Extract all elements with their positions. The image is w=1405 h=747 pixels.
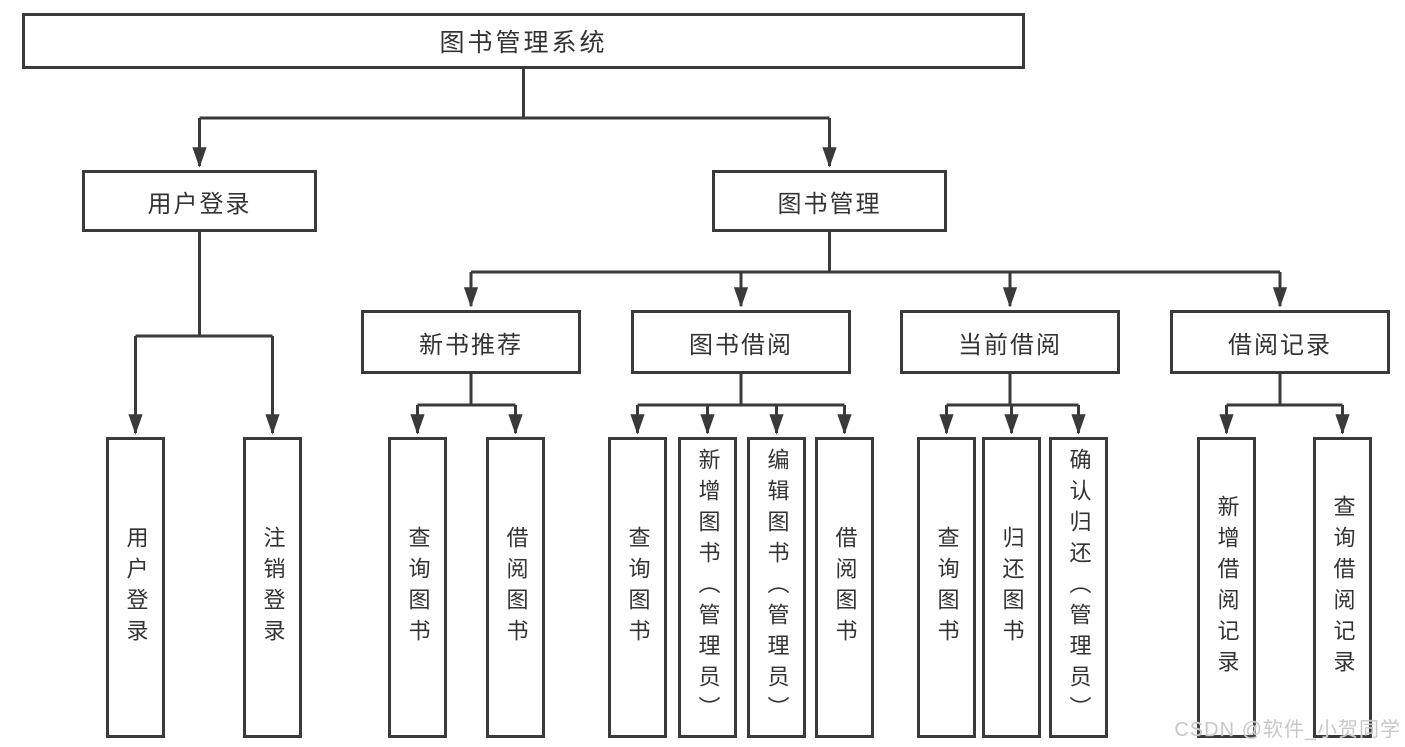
leaf-edit-book-admin: 编辑图书（管理员）	[747, 437, 806, 738]
leaf-user-login: 用户登录	[106, 437, 165, 738]
leaf-query-borrow-record: 查询借阅记录	[1313, 437, 1372, 738]
node-new-book-recommend: 新书推荐	[361, 310, 581, 374]
node-user-login: 用户登录	[82, 170, 317, 232]
node-label: 新增借阅记录	[1214, 494, 1240, 681]
node-label: 用户登录	[123, 525, 149, 650]
node-book-management: 图书管理	[712, 170, 947, 232]
node-label: 查询借阅记录	[1330, 494, 1356, 681]
node-label: 归还图书	[999, 525, 1025, 650]
node-label: 查询图书	[625, 525, 651, 650]
leaf-return-book: 归还图书	[982, 437, 1041, 738]
node-label: 借阅图书	[503, 525, 529, 650]
node-label: 用户登录	[147, 190, 252, 218]
leaf-add-borrow-record: 新增借阅记录	[1197, 437, 1256, 738]
leaf-logout: 注销登录	[243, 437, 302, 738]
node-label: 注销登录	[260, 525, 286, 650]
node-label: 新增图书（管理员）	[695, 448, 721, 727]
node-label: 查询图书	[934, 525, 960, 650]
node-label: 确认归还（管理员）	[1066, 448, 1092, 727]
node-library-system: 图书管理系统	[22, 13, 1025, 69]
node-label: 图书管理系统	[439, 29, 608, 57]
node-label: 借阅记录	[1228, 331, 1332, 359]
leaf-query-books-borrowing: 查询图书	[608, 437, 667, 738]
leaf-confirm-return-admin: 确认归还（管理员）	[1049, 437, 1108, 738]
node-label: 借阅图书	[832, 525, 858, 650]
leaf-add-book-admin: 新增图书（管理员）	[678, 437, 737, 738]
leaf-borrow-books: 借阅图书	[815, 437, 874, 738]
leaf-query-books-current: 查询图书	[917, 437, 976, 738]
node-label: 编辑图书（管理员）	[764, 448, 790, 727]
node-label: 图书管理	[777, 190, 882, 218]
leaf-borrow-books-recommend: 借阅图书	[486, 437, 545, 738]
leaf-query-books-recommend: 查询图书	[388, 437, 447, 738]
node-label: 新书推荐	[419, 331, 523, 359]
node-label: 图书借阅	[689, 331, 793, 359]
node-label: 查询图书	[405, 525, 431, 650]
node-label: 当前借阅	[958, 331, 1062, 359]
node-current-borrowing: 当前借阅	[900, 310, 1120, 374]
node-book-borrowing: 图书借阅	[631, 310, 851, 374]
node-borrow-records: 借阅记录	[1170, 310, 1390, 374]
